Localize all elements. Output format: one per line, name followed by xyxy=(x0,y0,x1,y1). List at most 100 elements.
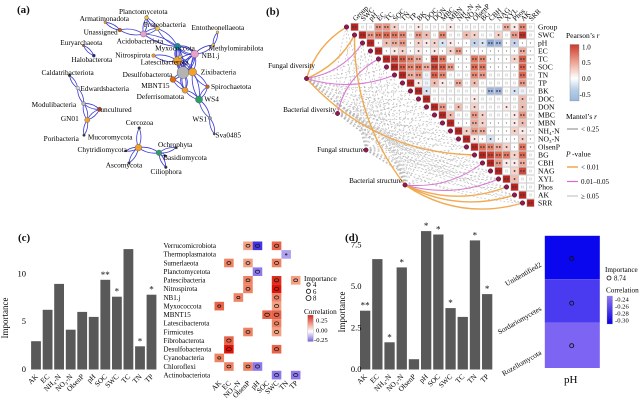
svg-text:Desulfobacterota: Desulfobacterota xyxy=(164,346,213,354)
svg-text:Nitrospirota: Nitrospirota xyxy=(115,50,151,59)
svg-text:-0.24: -0.24 xyxy=(615,296,629,303)
svg-text:(b): (b) xyxy=(266,6,280,18)
svg-text:Mucoromycota: Mucoromycota xyxy=(88,133,133,142)
svg-text:CBH: CBH xyxy=(538,159,554,168)
svg-text:SWC: SWC xyxy=(538,31,554,40)
svg-text:Entotheonellaeota: Entotheonellaeota xyxy=(192,23,245,32)
svg-text:Planctomycetota: Planctomycetota xyxy=(164,268,212,276)
svg-text:TP: TP xyxy=(538,79,547,88)
svg-text:DON: DON xyxy=(538,103,555,112)
svg-text:Edwardsbacteria: Edwardsbacteria xyxy=(80,84,129,93)
svg-text:Caldatribacteriota: Caldatribacteriota xyxy=(41,68,94,77)
svg-text:Correlation: Correlation xyxy=(606,287,639,295)
svg-text:2.5: 2.5 xyxy=(351,323,362,333)
svg-text:*: * xyxy=(115,287,120,297)
svg-text:Armatimonadota: Armatimonadota xyxy=(80,14,130,23)
svg-text:0.00: 0.00 xyxy=(316,328,328,335)
svg-text:0: 0 xyxy=(22,364,26,374)
svg-text:SRR: SRR xyxy=(538,199,553,208)
svg-text:*: * xyxy=(149,285,154,295)
svg-text:Deferrisomatota: Deferrisomatota xyxy=(137,92,185,101)
svg-text:Bacterial diversity: Bacterial diversity xyxy=(283,106,336,114)
svg-text:Fungal diversity: Fungal diversity xyxy=(268,62,315,70)
svg-text:Spirochaetota: Spirochaetota xyxy=(211,82,252,91)
svg-text:Cercozoa: Cercozoa xyxy=(126,118,154,127)
svg-text:NB1.j: NB1.j xyxy=(164,294,181,302)
svg-text:Importance: Importance xyxy=(0,298,10,339)
svg-text:Planctomycetota: Planctomycetota xyxy=(119,7,168,16)
svg-text:Latescibacterota: Latescibacterota xyxy=(164,320,211,328)
svg-text:DOC: DOC xyxy=(538,95,554,104)
svg-text:MBNT15: MBNT15 xyxy=(141,81,170,90)
svg-text:*: * xyxy=(436,225,441,235)
svg-text:Bacterial structure: Bacterial structure xyxy=(349,177,402,185)
svg-text:XYL: XYL xyxy=(538,175,554,184)
svg-text:AK: AK xyxy=(538,191,549,200)
svg-text:-0.5: -0.5 xyxy=(580,91,592,99)
svg-text:EC: EC xyxy=(538,47,548,56)
svg-text:NAG: NAG xyxy=(538,167,555,176)
svg-text:BK: BK xyxy=(538,87,549,96)
svg-text:*: * xyxy=(473,230,478,240)
svg-text:MBN: MBN xyxy=(538,119,556,128)
svg-text:Nitrospirota: Nitrospirota xyxy=(164,285,199,293)
svg-text:pH: pH xyxy=(367,11,379,23)
svg-text:(a): (a) xyxy=(17,4,30,16)
svg-text:NB1.j: NB1.j xyxy=(202,51,220,60)
svg-text:Sumerlaeota: Sumerlaeota xyxy=(164,259,200,267)
svg-text:Acidobacteriota: Acidobacteriota xyxy=(117,36,164,45)
svg-text:Phos: Phos xyxy=(538,183,553,192)
svg-text:OlsenP: OlsenP xyxy=(538,143,560,152)
svg-text:6: 6 xyxy=(313,289,317,296)
svg-text:NH₄-N: NH₄-N xyxy=(538,127,560,136)
svg-text:0.01–0.05: 0.01–0.05 xyxy=(581,178,610,186)
svg-text:**: ** xyxy=(361,301,371,311)
svg-text:Cyanobacteria: Cyanobacteria xyxy=(164,354,205,362)
svg-text:(c): (c) xyxy=(18,232,31,244)
svg-text:TC: TC xyxy=(538,55,548,64)
svg-text:*: * xyxy=(387,332,392,342)
svg-text:0.5: 0.5 xyxy=(582,59,591,67)
svg-text:WS1: WS1 xyxy=(192,114,207,123)
svg-text:10: 10 xyxy=(18,269,27,279)
svg-text:Euryarchaeota: Euryarchaeota xyxy=(60,38,103,47)
svg-text:Ascomycota: Ascomycota xyxy=(106,160,143,169)
svg-text:Halobacterota: Halobacterota xyxy=(71,55,113,64)
svg-text:GN01: GN01 xyxy=(61,114,79,123)
svg-text:MBC: MBC xyxy=(538,111,555,120)
svg-text:Proteobacteria: Proteobacteria xyxy=(144,20,187,29)
svg-text:1.0: 1.0 xyxy=(582,44,591,52)
svg-text:0.25: 0.25 xyxy=(316,318,328,325)
svg-text:Actinobacteriota: Actinobacteriota xyxy=(164,371,212,379)
svg-text:BG: BG xyxy=(538,151,549,160)
svg-text:Ciliophora: Ciliophora xyxy=(150,167,182,176)
svg-text:Thermoplasmatota: Thermoplasmatota xyxy=(164,251,217,259)
svg-text:Patescibacteria: Patescibacteria xyxy=(164,277,207,285)
svg-text:Sva0485: Sva0485 xyxy=(215,131,241,140)
svg-text:*: * xyxy=(399,257,404,267)
svg-text:Importance: Importance xyxy=(337,292,347,333)
svg-text:0.0: 0.0 xyxy=(351,364,362,374)
svg-text:7.5: 7.5 xyxy=(351,240,362,250)
svg-text:-0.26: -0.26 xyxy=(615,303,629,310)
svg-text:pH: pH xyxy=(564,374,578,386)
svg-text:Latescibacterota: Latescibacterota xyxy=(141,58,190,67)
svg-text:Ochrophyta: Ochrophyta xyxy=(158,140,193,149)
svg-text:MBNT15: MBNT15 xyxy=(164,311,192,319)
svg-text:Importance: Importance xyxy=(605,266,638,274)
svg-text:8.74: 8.74 xyxy=(614,276,626,283)
svg-text:-value: -value xyxy=(572,150,591,159)
svg-text:Myxococcota: Myxococcota xyxy=(164,302,203,310)
svg-text:*: * xyxy=(485,284,490,294)
svg-text:*: * xyxy=(448,298,453,308)
svg-text:(d): (d) xyxy=(345,232,359,244)
svg-text:Modulibacteria: Modulibacteria xyxy=(32,100,77,109)
svg-text:Basidiomycota: Basidiomycota xyxy=(163,153,208,162)
svg-text:8: 8 xyxy=(313,296,317,303)
svg-text:Desulfobacterota: Desulfobacterota xyxy=(123,70,174,79)
svg-text:0.0: 0.0 xyxy=(582,75,591,83)
svg-text:Chytridiomycota: Chytridiomycota xyxy=(77,145,127,154)
svg-text:Importance: Importance xyxy=(304,275,337,283)
svg-text:< 0.25: < 0.25 xyxy=(581,126,599,134)
svg-text:Fibrobacterota: Fibrobacterota xyxy=(164,337,206,345)
